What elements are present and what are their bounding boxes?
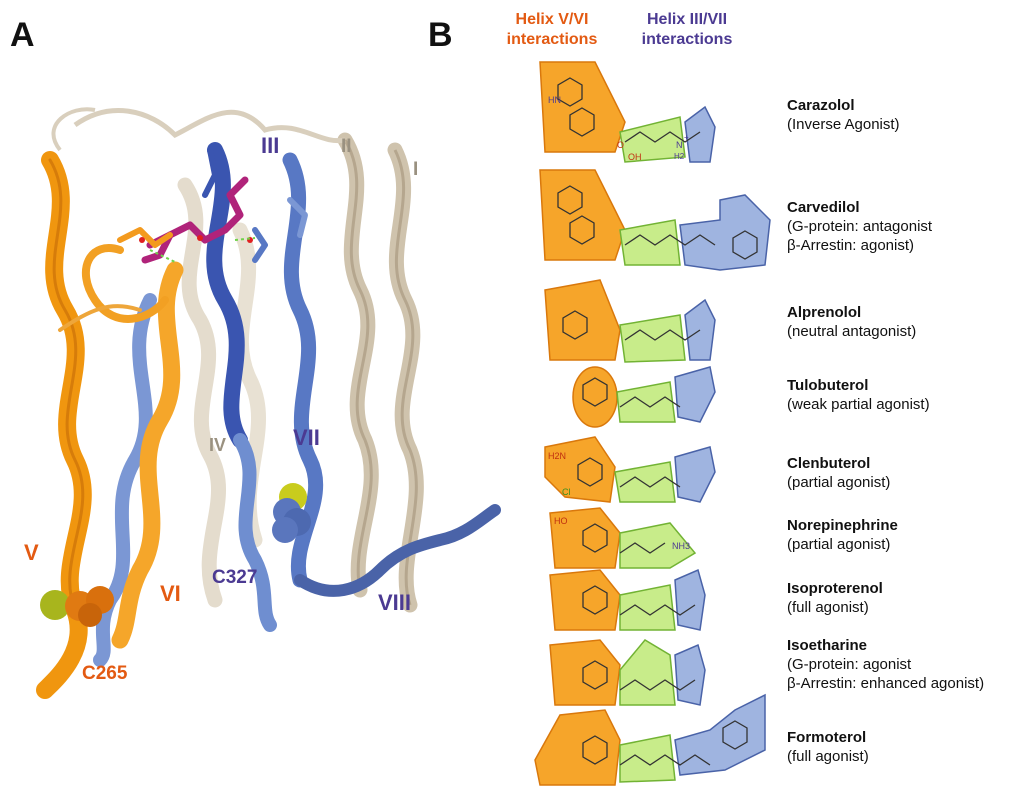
ligand-desc: (full agonist): [787, 599, 869, 616]
helix-III-ribbon: [93, 142, 501, 667]
atom-label-o: O: [617, 140, 625, 150]
ligand-name: Carvedilol: [787, 199, 860, 216]
helix-label-VIII: VIII: [378, 590, 412, 615]
structure-carazolol: [539, 61, 716, 163]
structure-isoproterenol: [549, 568, 706, 631]
ligand-desc: (full agonist): [787, 748, 869, 765]
ligand-desc: (neutral antagonist): [787, 323, 917, 340]
helix-VI-ribbon: [58, 244, 184, 649]
helix-label-I: I: [413, 159, 419, 180]
residue-label-C327: C327: [212, 567, 258, 588]
helix-label-VII: VII: [293, 425, 320, 450]
residue-label-C265: C265: [82, 663, 128, 684]
panel-label-a: A: [10, 16, 35, 54]
helix-label-II: II: [341, 136, 352, 157]
ligand-name: Norepinephrine: [787, 517, 898, 534]
atom-label-oh: OH: [628, 152, 642, 162]
ligand-name: Isoetharine: [787, 637, 868, 654]
ligand-name: Alprenolol: [787, 304, 862, 321]
atom-label-cl: Cl: [562, 487, 571, 497]
ligand-carazolol: Carazolol (Inverse Agonist): [787, 96, 1023, 134]
panel-label-b: B: [428, 16, 453, 54]
atom-label-nh3: NH3: [672, 541, 691, 551]
structure-isoetharine: [549, 639, 706, 706]
ligand-desc: (weak partial agonist): [787, 396, 930, 413]
receptor-structure: [36, 107, 501, 699]
helix-label-III: III: [261, 133, 280, 158]
ligand-alprenolol: Alprenolol (neutral antagonist): [787, 303, 1023, 341]
ligand-formoterol: Formoterol (full agonist): [787, 728, 1023, 766]
helix-VIII-ribbon: [294, 504, 501, 597]
header-helix-V-VI: Helix V/VI interactions: [506, 11, 598, 48]
ligand-isoproterenol: Isoproterenol (full agonist): [787, 579, 1023, 617]
ligand-norepinephrine: Norepinephrine (partial agonist): [787, 516, 1023, 554]
residue-C265-spheres: [40, 586, 114, 627]
atom-label-n: N: [676, 140, 683, 150]
ligand-name: Isoproterenol: [787, 580, 883, 597]
residue-C327-spheres: [272, 483, 311, 543]
ligand-desc: (G-protein: agonist β-Arrestin: enhanced…: [787, 656, 985, 692]
ligand-desc: (partial agonist): [787, 536, 891, 553]
ligand-carvedilol: Carvedilol (G-protein: antagonist β-Arre…: [787, 198, 1023, 255]
bound-ligand: [117, 147, 308, 264]
structure-formoterol: [534, 693, 766, 786]
extracellular-loop: [73, 108, 346, 144]
ligand-desc: (Inverse Agonist): [787, 116, 900, 133]
atom-label-ho: HO: [554, 516, 568, 526]
ligand-name: Tulobuterol: [787, 377, 869, 394]
ligand-name: Formoterol: [787, 729, 867, 746]
atom-label-h2: H2: [674, 152, 685, 161]
ligand-desc: (G-protein: antagonist β-Arrestin: agoni…: [787, 218, 933, 254]
ligand-clenbuterol: Clenbuterol (partial agonist): [787, 454, 1023, 492]
atom-label-h2n: H2N: [548, 451, 567, 461]
header-helix-III-VII: Helix III/VII interactions: [641, 11, 733, 48]
structure-norepinephrine: [549, 507, 697, 569]
atom-label-plus: +: [684, 133, 689, 142]
helix-label-V: V: [24, 540, 39, 565]
structure-clenbuterol: [544, 436, 716, 503]
structure-tulobuterol: [572, 366, 716, 428]
helix-label-IV: IV: [209, 435, 227, 455]
ligand-name: Carazolol: [787, 97, 855, 114]
structure-carvedilol: [539, 169, 771, 271]
ligand-isoetharine: Isoetharine (G-protein: agonist β-Arrest…: [787, 636, 1023, 693]
ligand-desc: (partial agonist): [787, 474, 891, 491]
atom-label-hn: HN: [548, 95, 561, 105]
ligand-tulobuterol: Tulobuterol (weak partial agonist): [787, 376, 1023, 414]
ligand-name: Clenbuterol: [787, 455, 871, 472]
ligand-structures: [534, 61, 771, 786]
structure-alprenolol: [544, 279, 716, 363]
helix-V-ribbon: [36, 151, 92, 699]
helix-label-VI: VI: [160, 581, 181, 606]
